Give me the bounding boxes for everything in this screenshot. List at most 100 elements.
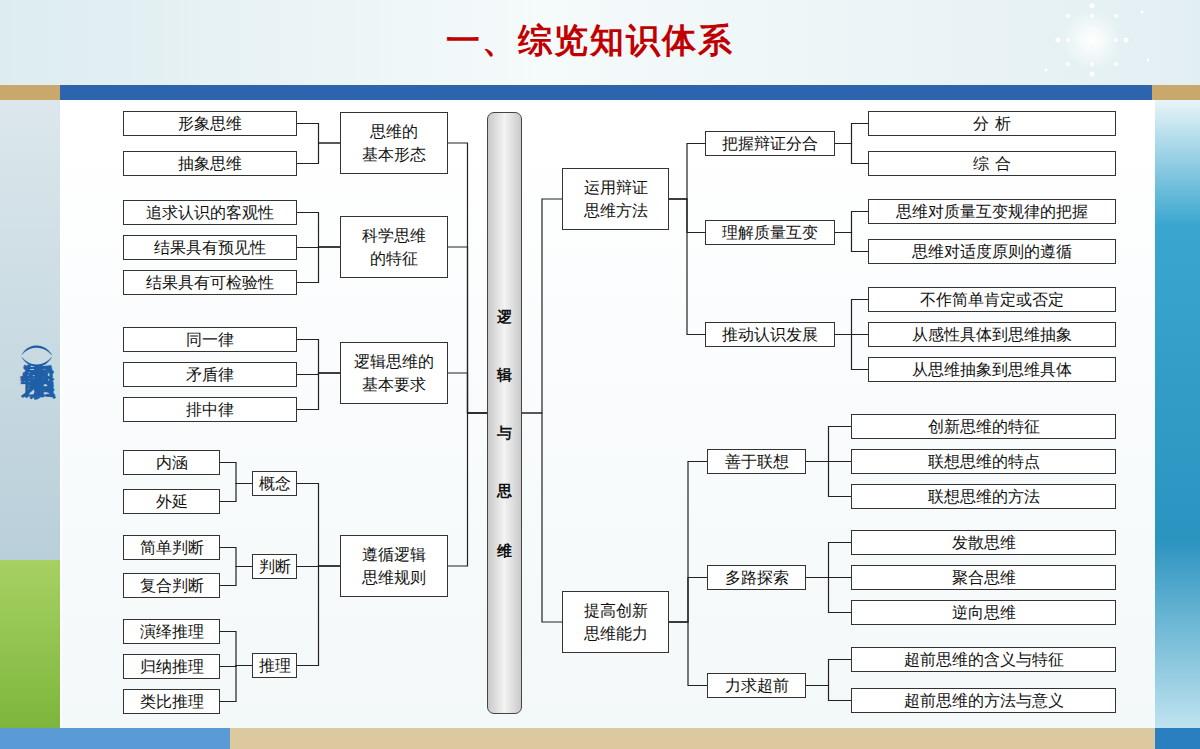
connector-line — [297, 484, 340, 567]
sub-branch-box: 多路探索 — [707, 565, 806, 590]
leaf-box: 简单判断 — [123, 535, 220, 560]
node-text: 遵循逻辑 思维规则 — [345, 543, 443, 589]
leaf-box: 结果具有预见性 — [123, 235, 297, 260]
connector-line — [669, 199, 705, 233]
left-strip — [0, 100, 60, 560]
connector-line — [669, 144, 705, 200]
node-text: 科学思维 的特征 — [345, 224, 443, 270]
connector-line — [806, 427, 851, 462]
sub-branch-box: 推动认识发展 — [705, 322, 835, 347]
right-strip — [1155, 100, 1200, 728]
connector-line — [835, 334, 868, 335]
node-text: 推动认识发展 — [722, 323, 818, 346]
leaf-box: 内涵 — [123, 450, 220, 475]
left-strip-green — [0, 560, 60, 728]
leaf-box: 排中律 — [123, 397, 297, 422]
connector-line — [806, 578, 851, 613]
node-text: 联想思维的方法 — [928, 485, 1040, 508]
node-text: 演绎推理 — [140, 620, 204, 643]
node-text: 概念 — [259, 472, 291, 495]
node-text: 善于联想 — [725, 450, 789, 473]
connector-line — [297, 373, 340, 375]
sub-branch-box: 善于联想 — [707, 449, 806, 474]
connector-line — [835, 233, 868, 252]
leaf-box: 不作简单肯定或否定 — [868, 287, 1116, 312]
blue-stripe — [0, 85, 1200, 100]
connector-line — [806, 543, 851, 578]
sub-branch-box: 理解质量互变 — [705, 220, 835, 245]
node-text: 逻辑思维的 基本要求 — [345, 350, 443, 396]
bottom-bar — [1155, 728, 1200, 749]
connector-line — [806, 686, 851, 701]
connector-line — [448, 413, 487, 566]
leaf-box: 创新思维的特征 — [851, 414, 1116, 439]
connector-line — [297, 247, 340, 283]
node-text: 把握辩证分合 — [722, 132, 818, 155]
node-text: 创新思维的特征 — [928, 415, 1040, 438]
connector-line — [806, 462, 851, 497]
connector-line — [835, 300, 868, 335]
node-text: 复合判断 — [140, 574, 204, 597]
connector-line — [220, 463, 252, 484]
leaf-box: 从思维抽象到思维具体 — [868, 357, 1116, 382]
leaf-box: 联想思维的特点 — [851, 449, 1116, 474]
connector-line — [297, 373, 340, 410]
node-text: 类比推理 — [140, 690, 204, 713]
node-text: 从感性具体到思维抽象 — [912, 323, 1072, 346]
node-text: 力求超前 — [725, 674, 789, 697]
node-text: 不作简单肯定或否定 — [920, 288, 1064, 311]
leaf-box: 思维对适度原则的遵循 — [868, 239, 1116, 264]
node-text: 发散思维 — [952, 531, 1016, 554]
slide-title: 一、综览知识体系 — [0, 18, 1180, 64]
leaf-box: 形象思维 — [123, 111, 297, 136]
node-text: 推理 — [259, 654, 291, 677]
leaf-box: 抽象思维 — [123, 151, 297, 176]
leaf-box: 复合判断 — [123, 573, 220, 598]
leaf-box: 思维对质量互变规律的把握 — [868, 199, 1116, 224]
leaf-box: 分 析 — [868, 111, 1116, 136]
connector-line — [297, 565, 340, 567]
leaf-box: 超前思维的方法与意义 — [851, 688, 1116, 713]
glow — [1062, 10, 1122, 70]
branch-box: 思维的 基本形态 — [340, 112, 448, 174]
node-text: 思维对适度原则的遵循 — [912, 240, 1072, 263]
branch-box: 科学思维 的特征 — [340, 216, 448, 278]
connector-line — [522, 413, 562, 622]
connector-line — [448, 143, 487, 413]
leaf-box: 矛盾律 — [123, 362, 297, 387]
node-text: 运用辩证 思维方法 — [567, 176, 664, 222]
node-text: 超前思维的方法与意义 — [904, 689, 1064, 712]
node-text: 联想思维的特点 — [928, 450, 1040, 473]
node-text: 排中律 — [186, 398, 234, 421]
node-text: 思维对质量互变规律的把握 — [896, 200, 1088, 223]
connector-line — [835, 124, 868, 144]
node-text: 分 析 — [973, 112, 1010, 135]
connector-line — [297, 213, 340, 248]
leaf-box: 追求认识的客观性 — [123, 200, 297, 225]
connector-line — [220, 484, 252, 502]
leaf-box: 从感性具体到思维抽象 — [868, 322, 1116, 347]
connector-line — [669, 622, 707, 686]
node-text: 内涵 — [156, 451, 188, 474]
connector-line — [835, 212, 868, 233]
leaf-box: 外延 — [123, 489, 220, 514]
leaf-box: 聚合思维 — [851, 565, 1116, 590]
node-text: 理解质量互变 — [722, 221, 818, 244]
node-text: 结果具有可检验性 — [146, 271, 274, 294]
sparkle — [1030, 0, 1160, 85]
leaf-box: 超前思维的含义与特征 — [851, 647, 1116, 672]
node-text: 思维的 基本形态 — [345, 120, 443, 166]
node-text: 提高创新 思维能力 — [567, 599, 664, 645]
node-text: 归纳推理 — [140, 655, 204, 678]
branch-box: 逻辑思维的 基本要求 — [340, 342, 448, 404]
leaf-box: 同一律 — [123, 327, 297, 352]
branch-box: 运用辩证 思维方法 — [562, 168, 669, 230]
node-text: 同一律 — [186, 328, 234, 351]
root-topic: 逻辑与思维 — [487, 112, 522, 714]
leaf-box: 逆向思维 — [851, 600, 1116, 625]
connector-line — [220, 666, 252, 667]
node-text: 综 合 — [973, 152, 1010, 175]
node-text: 逻辑与思维 — [494, 239, 516, 587]
connector-line — [806, 461, 851, 462]
